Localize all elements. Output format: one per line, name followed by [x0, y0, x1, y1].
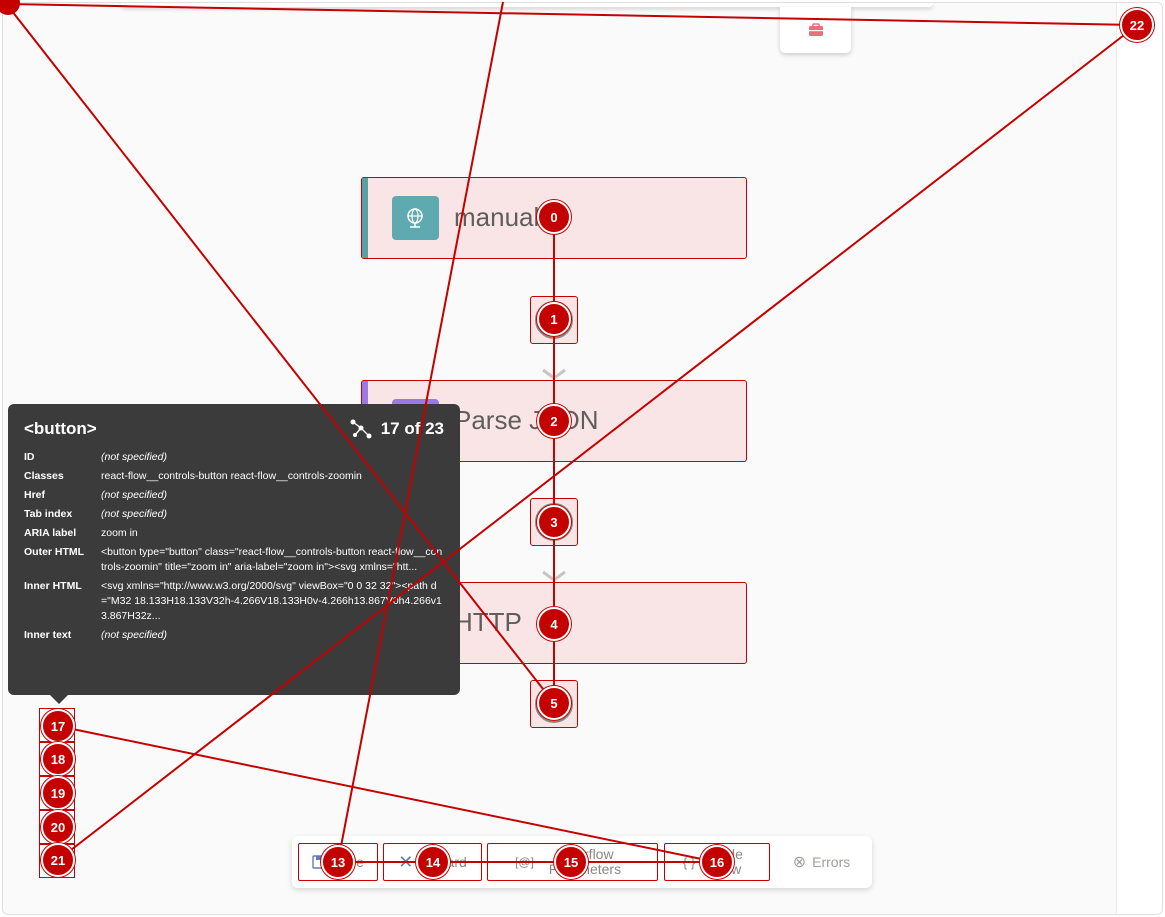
add-icon: [535, 301, 573, 339]
tooltip-value: <svg xmlns="http://www.w3.org/2000/svg" …: [101, 580, 442, 622]
workflow-parameters-button[interactable]: [@] Workflow Parameters: [487, 843, 658, 881]
tooltip-value: zoom in: [101, 527, 138, 539]
tooltip-value: (not specified): [101, 508, 167, 520]
tooltip-key: Inner text: [24, 629, 72, 641]
node-accent: [362, 178, 368, 258]
lock-button[interactable]: [39, 810, 75, 844]
chevron-down-icon: [542, 368, 566, 380]
code-view-label: Code View: [709, 846, 743, 877]
discard-button[interactable]: ✕ Discard: [383, 843, 482, 881]
tooltip-row: ARIA label zoom in: [24, 526, 444, 541]
tooltip-tag: <button>: [24, 419, 97, 438]
right-panel-strip: [1116, 3, 1162, 914]
tooltip-key: Href: [24, 489, 46, 501]
errors-button[interactable]: ⊗ Errors: [780, 843, 863, 881]
tooltip-key: Classes: [24, 470, 64, 482]
tooltip-rows: ID (not specified) Classes react-flow__cont…: [24, 450, 444, 643]
close-icon: ✕: [398, 851, 414, 872]
tooltip-value: <button type="button" class="react-flow_…: [101, 546, 443, 573]
zoom-out-button[interactable]: [39, 742, 75, 776]
node-title: manual: [454, 202, 540, 232]
discard-label: Discard: [419, 853, 467, 870]
tooltip-row: Classes react-flow__controls-button react…: [24, 469, 444, 484]
add-icon: [535, 685, 573, 723]
errors-label: Errors: [812, 853, 851, 870]
node-manual[interactable]: manual: [361, 177, 747, 259]
insert-step-button-1[interactable]: [530, 296, 578, 344]
element-inspector-tooltip: <button> 17 of 23 ID (not specified) Class…: [8, 404, 460, 704]
tooltip-row: Tab index (not specified): [24, 507, 444, 522]
insert-step-button-3[interactable]: [530, 680, 578, 728]
parameters-icon: [@]: [515, 854, 534, 869]
tooltip-count: 17 of 23: [380, 419, 444, 438]
tooltip-row: Href (not specified): [24, 488, 444, 503]
insert-step-button-2[interactable]: [530, 498, 578, 546]
tooltip-value: (not specified): [101, 629, 167, 641]
tooltip-value: (not specified): [101, 451, 167, 463]
tooltip-key: ARIA label: [24, 527, 77, 539]
tooltip-row: Inner text (not specified): [24, 628, 444, 643]
save-icon: [312, 855, 326, 869]
tooltip-row: ID (not specified): [24, 450, 444, 465]
tooltip-value: (not specified): [101, 489, 167, 501]
tooltip-value: react-flow__controls-button react-flow__…: [101, 470, 362, 482]
tooltip-key: Inner HTML: [24, 580, 82, 592]
chevron-down-icon: [542, 570, 566, 582]
node-title: Parse JSON: [454, 405, 599, 435]
parameters-label: Workflow Parameters: [548, 846, 622, 877]
tooltip-key: Outer HTML: [24, 546, 85, 558]
save-button[interactable]: Save: [298, 843, 378, 881]
graph-icon: [350, 419, 372, 439]
tooltip-row: Inner HTML <svg xmlns="http://www.w3.org/…: [24, 579, 444, 624]
minimap-toggle-button[interactable]: [39, 844, 75, 878]
toolbox-button[interactable]: [780, 7, 851, 53]
briefcase-icon: [808, 23, 823, 36]
add-icon: [535, 503, 573, 541]
tooltip-count-wrap: 17 of 23: [349, 418, 444, 440]
code-icon: { }: [682, 854, 696, 870]
node-title: HTTP: [454, 607, 522, 637]
zoom-in-button[interactable]: [39, 708, 75, 742]
code-view-button[interactable]: { } Code View: [664, 843, 770, 881]
tooltip-row: Outer HTML <button type="button" class="r…: [24, 545, 444, 575]
error-circle-icon: ⊗: [792, 853, 807, 871]
bottom-toolbar: Save ✕ Discard [@] Workflow Parameters {…: [292, 836, 872, 888]
tooltip-key: ID: [24, 451, 35, 463]
save-label: Save: [332, 853, 364, 870]
tooltip-key: Tab index: [24, 508, 73, 520]
fit-view-button[interactable]: [39, 776, 75, 810]
globe-icon: [392, 196, 439, 240]
